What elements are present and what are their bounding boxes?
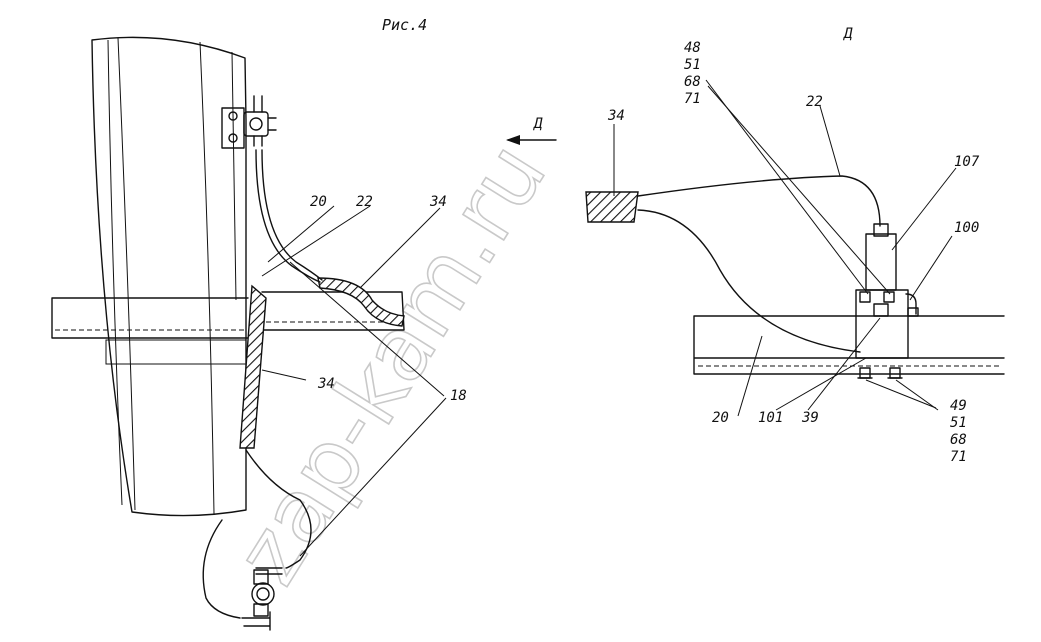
bracket-34-vertical [239, 284, 267, 449]
valve-39 [855, 223, 919, 379]
view-direction-arrow [506, 135, 557, 145]
label-22-right: 22 [806, 94, 823, 110]
label-101: 101 [758, 410, 783, 426]
callout-top-2: 51 [684, 57, 701, 73]
right-view: 34 22 107 100 20 101 39 48 51 68 71 49 5… [585, 40, 1005, 465]
bracket-34-curved [317, 277, 405, 327]
label-107: 107 [954, 154, 980, 170]
figure-title: Рис.4 [382, 16, 427, 34]
label-18-left: 18 [450, 388, 467, 404]
view-mark: Д [843, 26, 853, 42]
callout-group-bottom: 49 51 68 71 [950, 398, 967, 465]
bracket-34-right [585, 191, 639, 223]
label-20-left: 20 [310, 194, 327, 210]
view-arrow-label: Д [533, 116, 543, 132]
tire [91, 36, 247, 517]
watermark: zap-kam.ru [215, 125, 566, 601]
callout-top-3: 68 [684, 74, 701, 90]
callout-top-4: 71 [684, 91, 701, 107]
callout-group-top: 48 51 68 71 [684, 40, 701, 107]
leaders-right [613, 79, 957, 417]
leaders-left [261, 205, 447, 557]
axle-beam [51, 291, 405, 365]
lower-sensor [241, 567, 283, 631]
callout-bottom-3: 68 [950, 432, 967, 448]
callout-bottom-1: 49 [950, 398, 967, 414]
label-34-mid-left: 34 [317, 376, 335, 392]
label-22-left: 22 [356, 194, 373, 210]
top-bracket [221, 95, 277, 149]
label-20-right: 20 [712, 410, 729, 426]
label-39: 39 [801, 410, 819, 426]
left-view: 20 22 34 34 18 [51, 36, 467, 631]
hoses-right [637, 175, 881, 353]
label-34-right: 34 [607, 108, 625, 124]
label-34-top-left: 34 [429, 194, 447, 210]
label-100: 100 [954, 220, 979, 236]
callout-top-1: 48 [684, 40, 701, 56]
callout-bottom-2: 51 [950, 415, 967, 431]
frame-beam [693, 315, 1005, 375]
callout-bottom-4: 71 [950, 449, 967, 465]
